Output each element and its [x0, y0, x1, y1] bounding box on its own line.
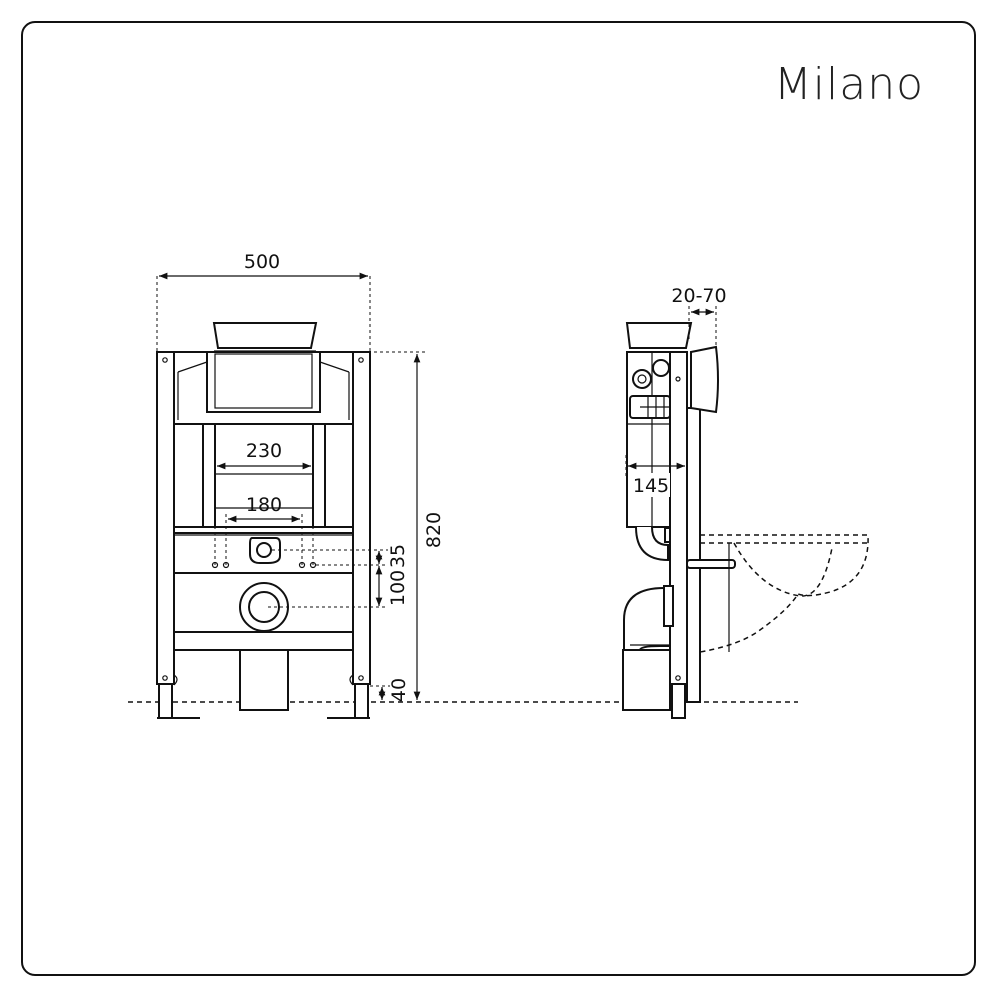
side-view: 20-70 145: [622, 285, 869, 719]
dim-20-70: 20-70: [671, 285, 726, 307]
side-flush-plate: [690, 345, 719, 414]
side-top-cap: [625, 322, 693, 349]
left-post: [156, 351, 175, 685]
dim-35: 35: [387, 544, 409, 568]
right-post: [352, 351, 371, 685]
drawing-frame: Milano: [21, 21, 976, 976]
supply-pipe: [686, 559, 736, 569]
dim-100: 100: [387, 570, 409, 606]
dim-40: 40: [388, 678, 410, 702]
right-foot: [354, 683, 369, 719]
dim-500: 500: [244, 251, 280, 273]
water-inlet: [249, 537, 281, 564]
dim-820: 820: [423, 512, 445, 548]
front-view: 500 230 180 820 35 100 40: [156, 251, 445, 719]
toilet-bowl-outline: [699, 534, 869, 653]
side-drain-pipe: [622, 649, 671, 711]
dim-230: 230: [246, 440, 282, 462]
brand-logo: Milano: [773, 59, 924, 110]
side-cistern: [626, 351, 671, 528]
cross-bar: [173, 526, 354, 534]
dim-145: 145: [633, 475, 669, 497]
dim-180: 180: [246, 494, 282, 516]
drain-pipe: [239, 649, 289, 711]
side-post: [669, 351, 688, 685]
top-cap: [212, 322, 318, 349]
left-foot: [158, 683, 173, 719]
flush-opening: [206, 351, 321, 413]
